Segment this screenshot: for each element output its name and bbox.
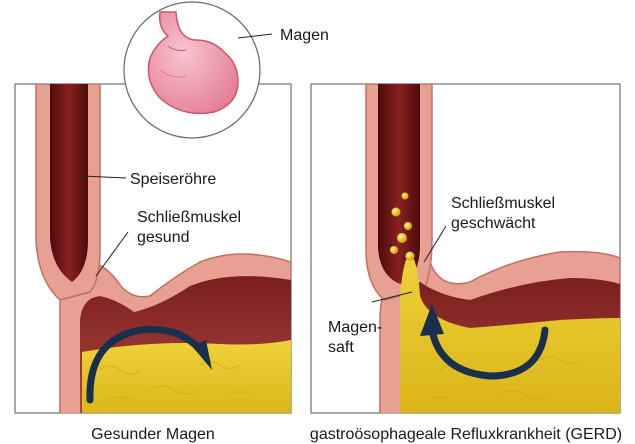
gerd-caption: gastroösophageale Refluxkrankheit (GERD) bbox=[310, 426, 622, 443]
stomach-inset: Magen bbox=[124, 2, 329, 138]
healthy-panel: Speiseröhre Schließmuskel gesund bbox=[15, 84, 291, 420]
stomach-label: Magen bbox=[280, 27, 329, 44]
healthy-esophagus-lumen bbox=[50, 84, 88, 282]
sphincter-weak-label-line1: Schließmuskel bbox=[451, 195, 555, 212]
sphincter-healthy-label-line2: gesund bbox=[137, 229, 190, 246]
healthy-caption: Gesunder Magen bbox=[91, 426, 215, 443]
esophagus-label: Speiseröhre bbox=[130, 171, 216, 188]
gastric-juice-label-line2: saft bbox=[328, 339, 354, 356]
healthy-gastric-juice bbox=[82, 340, 291, 420]
sphincter-weak-label-line2: geschwächt bbox=[451, 215, 536, 232]
sphincter-healthy-label-line1: Schließmuskel bbox=[137, 209, 241, 226]
gerd-panel: Schließmuskel geschwächt Magen- saft bbox=[311, 84, 620, 420]
gastric-juice-label-line1: Magen- bbox=[328, 319, 382, 336]
